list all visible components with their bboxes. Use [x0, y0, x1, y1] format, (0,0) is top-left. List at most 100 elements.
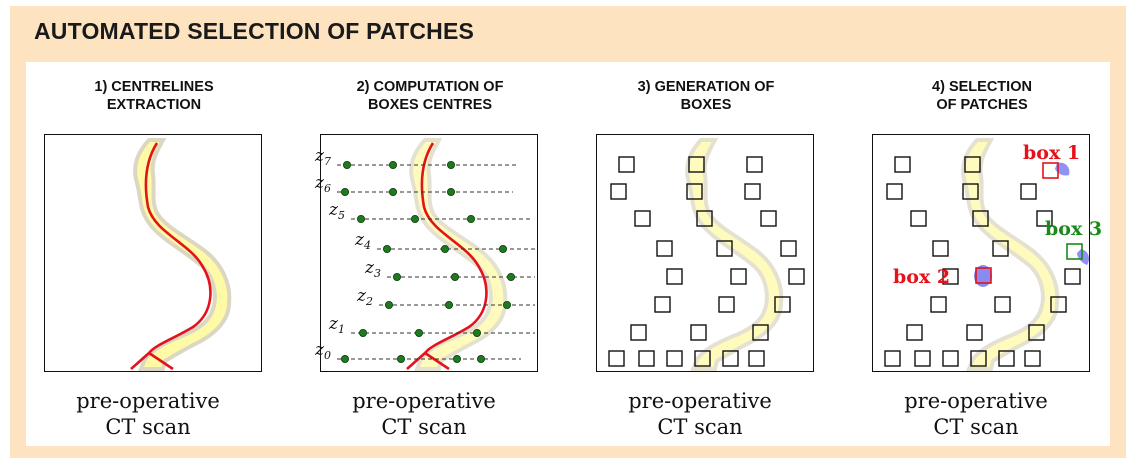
level-subscript: 2 — [365, 295, 373, 308]
candidate-box — [906, 324, 923, 341]
centreline-main — [144, 142, 212, 354]
candidate-box — [780, 240, 797, 257]
pipeline-area: 1) CENTRELINES EXTRACTION pre-operative … — [26, 62, 1110, 446]
candidate-box — [886, 183, 903, 200]
candidate-box — [630, 324, 647, 341]
box-centre-point — [357, 215, 366, 224]
level-label: z6 — [314, 173, 331, 195]
candidate-box — [1036, 210, 1053, 227]
box-centre-point — [340, 354, 349, 363]
level-subscript: 3 — [374, 267, 381, 280]
box-centre-point — [340, 188, 349, 197]
candidate-box — [932, 240, 949, 257]
caption-line1: pre-operative — [352, 389, 496, 413]
box-3-label: box 3 — [1045, 218, 1102, 240]
step-title: 1) CENTRELINES EXTRACTION — [32, 78, 276, 114]
step-title-line2: BOXES CENTRES — [367, 97, 493, 113]
candidate-box — [942, 268, 959, 285]
candidate-box — [972, 210, 989, 227]
panel-generation-of-boxes: 3) GENERATION OF BOXES pre-operative CT … — [584, 62, 828, 446]
caption: pre-operative CT scan — [584, 388, 816, 440]
box-centre-point — [506, 272, 515, 281]
box-1-label: box 1 — [1023, 142, 1080, 164]
caption-line2: CT scan — [657, 415, 743, 439]
candidate-box — [666, 350, 683, 367]
box-2-label: box 2 — [893, 266, 950, 288]
step-title-line1: 3) GENERATION OF — [637, 79, 775, 95]
vessel-shape — [685, 138, 784, 371]
caption-line2: CT scan — [381, 415, 467, 439]
candidate-box — [638, 350, 655, 367]
candidate-box — [884, 350, 901, 367]
step-title: 2) COMPUTATION OF BOXES CENTRES — [308, 78, 552, 114]
candidate-box — [992, 240, 1009, 257]
box-centre-point — [389, 160, 398, 169]
candidate-box — [746, 156, 763, 173]
caption-line1: pre-operative — [76, 389, 220, 413]
box-centre-point — [385, 300, 394, 309]
level-subscript: 0 — [324, 349, 331, 362]
centreline-branch-right — [148, 351, 174, 371]
caption-line1: pre-operative — [628, 389, 772, 413]
level-label: z3 — [364, 258, 381, 280]
ct-scan-box — [44, 134, 262, 372]
level-label: z0 — [314, 340, 331, 362]
box-centre-point — [383, 245, 392, 254]
centreline-main — [420, 142, 488, 354]
caption: pre-operative CT scan — [308, 388, 540, 440]
patch-blob-1 — [1055, 162, 1070, 176]
caption-line2: CT scan — [105, 415, 191, 439]
box-centre-point — [476, 354, 485, 363]
level-subscript: 5 — [338, 209, 345, 222]
box-centre-point — [452, 354, 461, 363]
figure-frame: AUTOMATED SELECTION OF PATCHES 1) CENTRE… — [10, 6, 1126, 458]
level-label: z1 — [328, 314, 345, 336]
caption-line1: pre-operative — [904, 389, 1048, 413]
box-centre-point — [389, 188, 398, 197]
box-centre-point — [447, 160, 456, 169]
candidate-box — [760, 210, 777, 227]
candidate-box — [964, 156, 981, 173]
box-centre-point — [441, 245, 450, 254]
step-title: 3) GENERATION OF BOXES — [584, 78, 828, 114]
box-centre-point — [445, 300, 454, 309]
step-title-line2: BOXES — [680, 97, 732, 113]
level-label: z4 — [354, 230, 371, 252]
box-centre-point — [342, 160, 351, 169]
candidate-box — [970, 350, 987, 367]
box-centre-point — [415, 328, 424, 337]
level-label: z7 — [314, 146, 331, 168]
caption: pre-operative CT scan — [32, 388, 264, 440]
candidate-box — [730, 268, 747, 285]
box-centre-point — [466, 215, 475, 224]
candidate-box — [894, 156, 911, 173]
candidate-box — [716, 240, 733, 257]
selected-box-2 — [975, 267, 992, 284]
ct-scan-box: box 1 box 2 box 3 — [872, 134, 1102, 372]
box-centre-point — [397, 354, 406, 363]
centreline-branch-right — [424, 351, 450, 371]
candidate-box — [618, 156, 635, 173]
step-title-line2: EXTRACTION — [106, 97, 202, 113]
step-title-line1: 1) CENTRELINES — [94, 79, 214, 95]
candidate-box — [752, 324, 769, 341]
candidate-box — [666, 268, 683, 285]
candidate-box — [748, 350, 765, 367]
candidate-box — [962, 183, 979, 200]
box-centre-point — [450, 272, 459, 281]
box-centre-point — [472, 328, 481, 337]
ct-scan-box — [596, 134, 814, 372]
box-centre-point — [447, 188, 456, 197]
candidate-box — [688, 156, 705, 173]
panel-centrelines-extraction: 1) CENTRELINES EXTRACTION pre-operative … — [32, 62, 276, 446]
panel-selection-of-patches: 4) SELECTION OF PATCHES box 1 box 2 — [860, 62, 1104, 446]
centreline-branch-left — [130, 352, 150, 370]
box-centre-point — [359, 328, 368, 337]
box-centre-point — [411, 215, 420, 224]
vessel-shape — [409, 138, 508, 371]
level-label: z2 — [356, 286, 373, 308]
candidate-box — [608, 350, 625, 367]
candidate-box — [1024, 350, 1041, 367]
candidate-box — [994, 296, 1011, 313]
